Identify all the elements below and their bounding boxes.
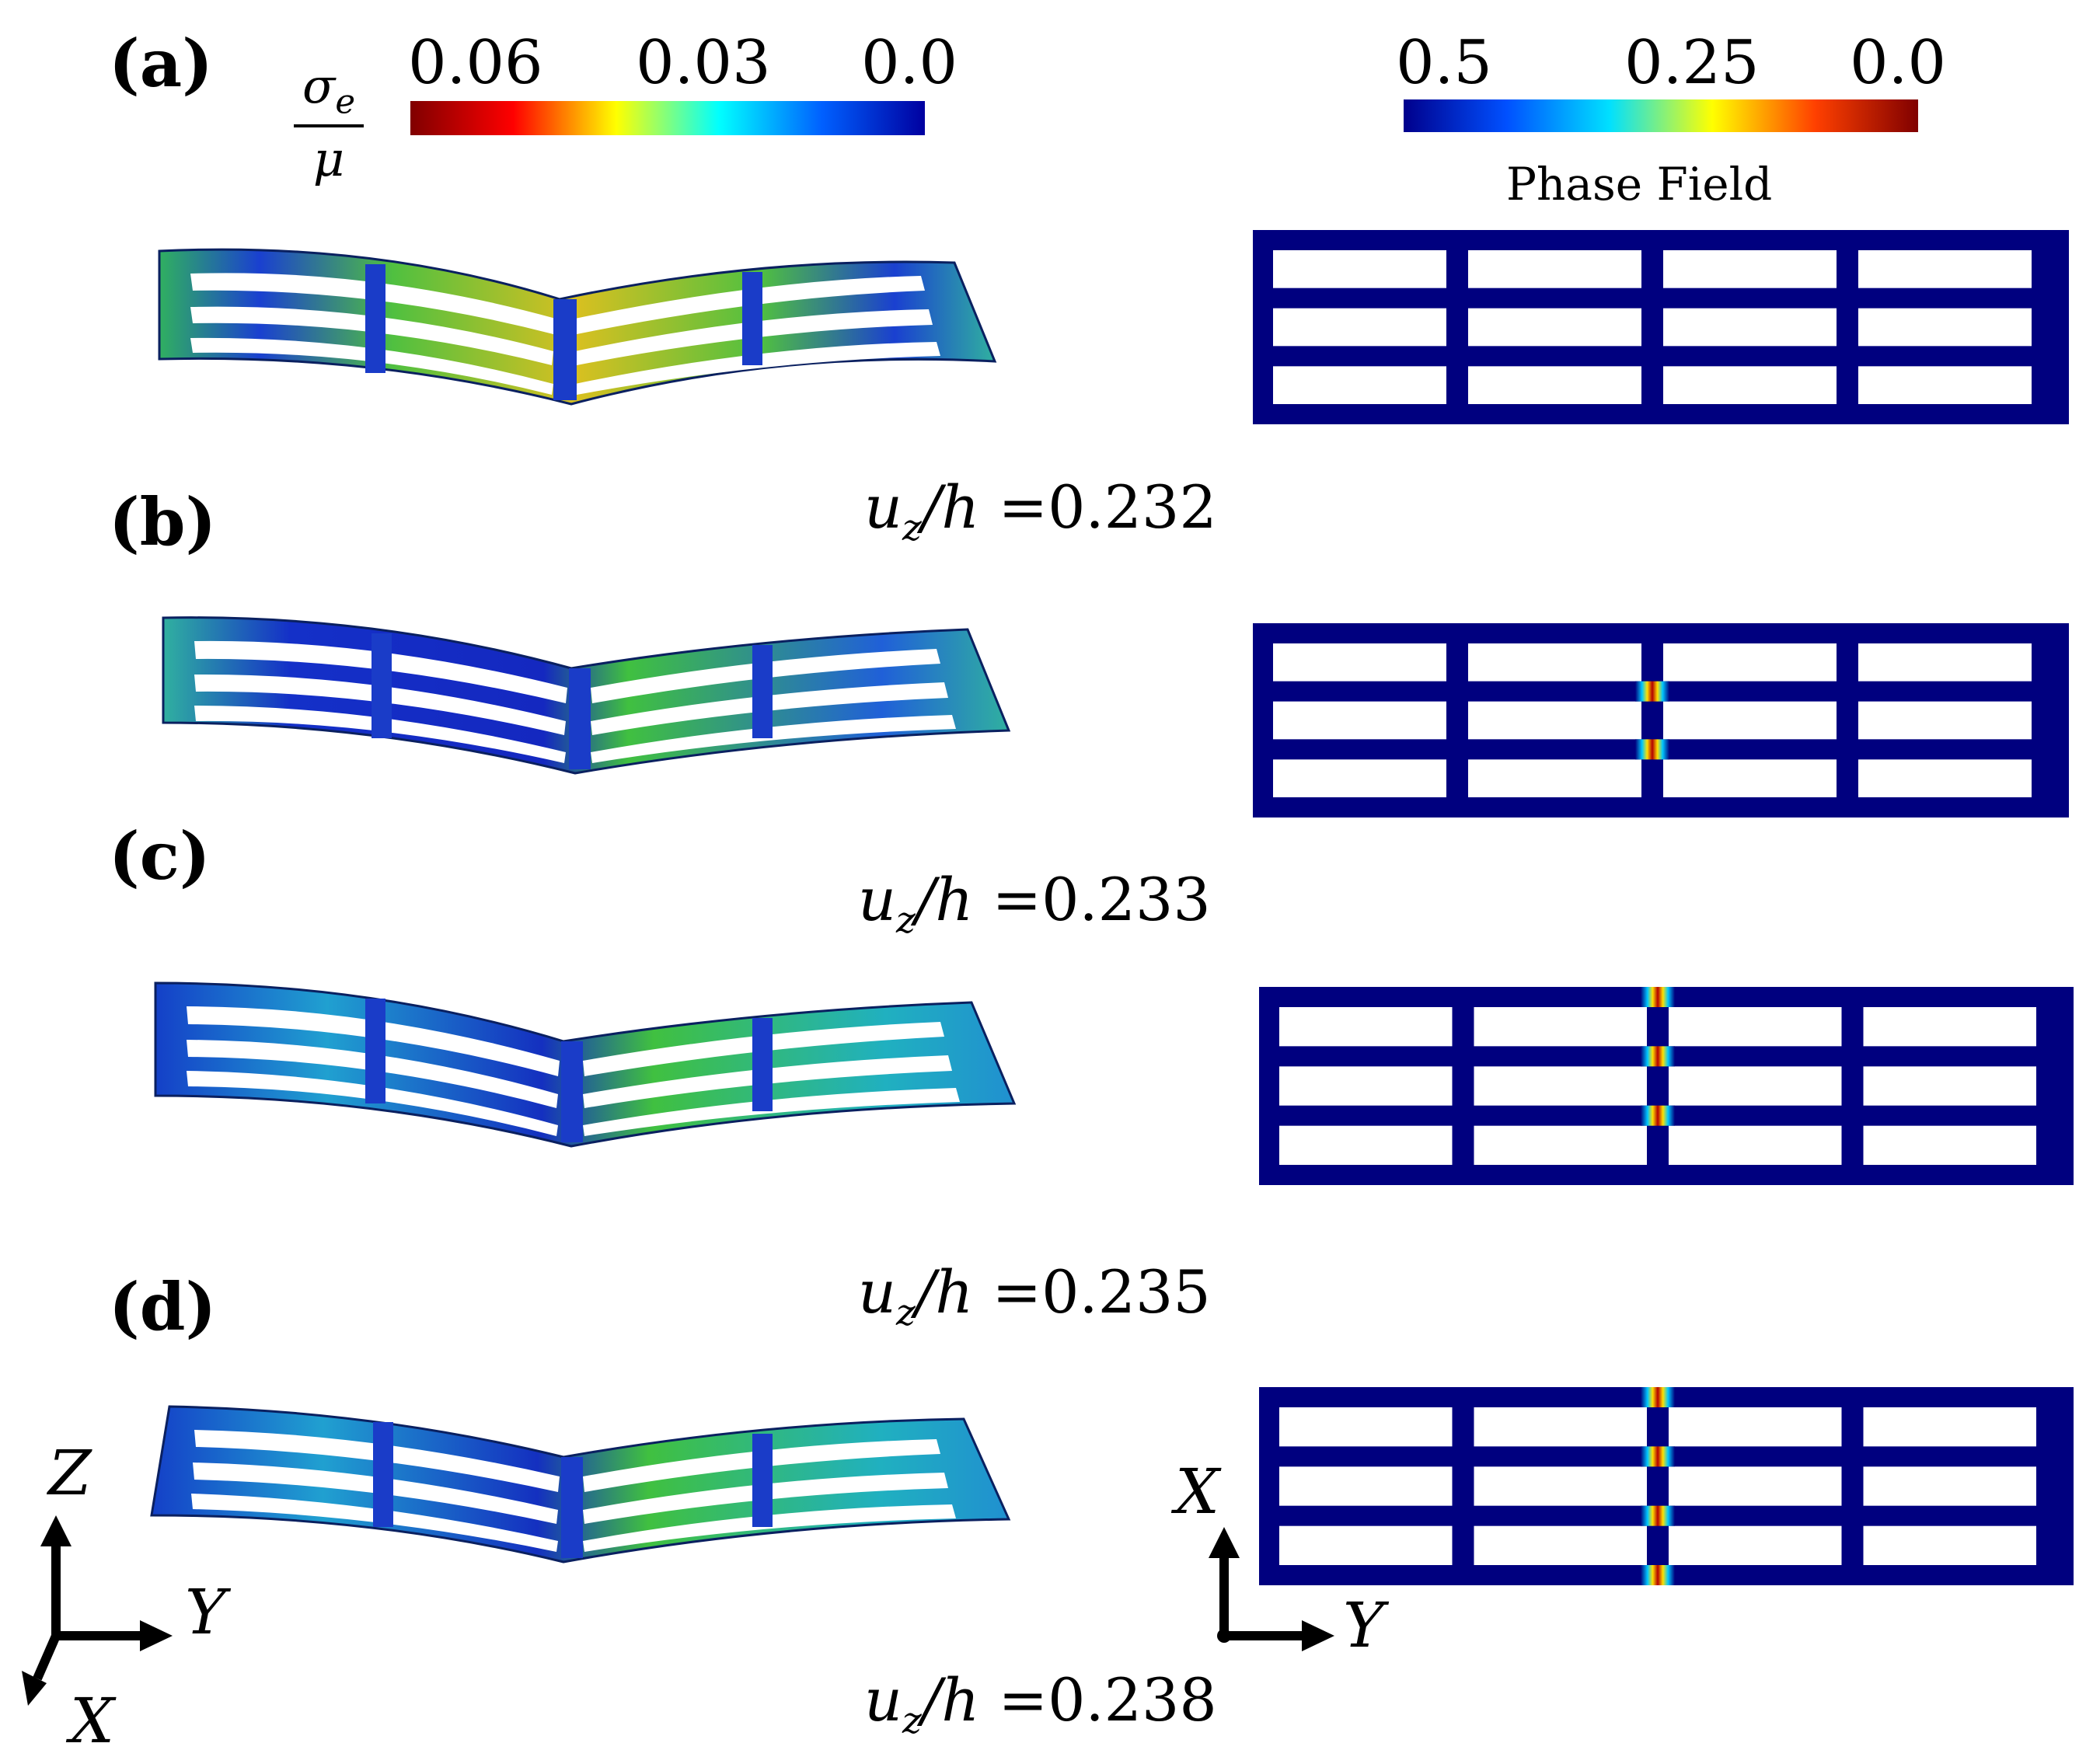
phase-tick-min: 0.0 (1850, 28, 1947, 98)
axis-y-label-left: Y (185, 1576, 226, 1648)
crack-marker (1641, 1046, 1675, 1067)
grid-cell (1669, 1125, 1842, 1165)
crack-marker (1641, 987, 1675, 1007)
grid-cell (1863, 1466, 2036, 1506)
phase-tick-max: 0.5 (1396, 28, 1493, 98)
grid-cell (1279, 1525, 1453, 1565)
grid-cell (1669, 1007, 1842, 1047)
stress-tick-mid: 0.03 (636, 28, 771, 98)
lattice-beam-c (154, 981, 1017, 1148)
grid-cell (1273, 366, 1446, 404)
grid-cell (1468, 701, 1641, 740)
grid-cell (1669, 1466, 1842, 1506)
grid-cell (1474, 1407, 1647, 1447)
phase-field-title: Phase Field (1506, 158, 1773, 211)
crack-marker (1641, 1446, 1675, 1467)
crack-marker (1641, 1387, 1675, 1407)
grid-cell (1273, 759, 1446, 797)
stress-sigma-sub: e (335, 82, 355, 122)
grid-cell (1474, 1066, 1647, 1106)
grid-cell (1468, 643, 1641, 682)
grid-cell (1474, 1125, 1647, 1165)
grid-cell (1863, 1125, 2036, 1165)
crack-marker (1641, 1105, 1675, 1126)
grid-cell (1279, 1125, 1453, 1165)
lattice-beam-b (162, 616, 1011, 775)
panel-label-b: (b) (109, 483, 217, 560)
stress-symbol: σe μ (294, 62, 364, 183)
panel-label-c: (c) (109, 818, 211, 894)
axis-x-label-right: X (1175, 1455, 1219, 1528)
lattice-beam-a (158, 248, 997, 406)
grid-cell (1669, 1066, 1842, 1106)
phase-grid-c (1259, 987, 2074, 1185)
grid-cell (1273, 643, 1446, 682)
grid-cell (1663, 759, 1837, 797)
stress-sigma: σ (302, 58, 336, 114)
grid-cell (1858, 759, 2032, 797)
grid-cell (1858, 366, 2032, 404)
lattice-beam-d (150, 1405, 1011, 1564)
grid-cell (1858, 701, 2032, 740)
grid-cell (1858, 250, 2032, 288)
grid-cell (1273, 250, 1446, 288)
crack-marker (1635, 739, 1669, 760)
grid-cell (1663, 701, 1837, 740)
grid-cell (1279, 1007, 1453, 1047)
stress-colorbar (410, 101, 925, 135)
grid-cell (1468, 308, 1641, 347)
crack-marker (1641, 1505, 1675, 1526)
grid-cell (1468, 759, 1641, 797)
uz-label-c: uz/h =0.235 (858, 1257, 1211, 1335)
grid-cell (1863, 1066, 2036, 1106)
panel-label-a: (a) (109, 25, 213, 102)
grid-cell (1273, 701, 1446, 740)
phase-grid-d (1259, 1387, 2074, 1585)
grid-cell (1663, 643, 1837, 682)
grid-cell (1858, 643, 2032, 682)
grid-cell (1279, 1407, 1453, 1447)
grid-cell (1474, 1007, 1647, 1047)
grid-cell (1279, 1066, 1453, 1106)
panel-label-d: (d) (109, 1268, 217, 1345)
grid-cell (1663, 250, 1837, 288)
grid-cell (1863, 1525, 2036, 1565)
grid-cell (1474, 1525, 1647, 1565)
grid-cell (1468, 366, 1641, 404)
grid-cell (1279, 1466, 1453, 1506)
grid-cell (1669, 1407, 1842, 1447)
crack-marker (1635, 681, 1669, 702)
grid-cell (1273, 308, 1446, 347)
grid-cell (1858, 308, 2032, 347)
stress-tick-min: 0.0 (861, 28, 958, 98)
uz-label-b: uz/h =0.233 (858, 865, 1211, 943)
grid-cell (1663, 308, 1837, 347)
grid-cell (1468, 250, 1641, 288)
phase-grid-b (1253, 623, 2069, 818)
crack-marker (1641, 1565, 1675, 1585)
grid-cell (1663, 366, 1837, 404)
uz-label-d: uz/h =0.238 (864, 1665, 1217, 1743)
grid-cell (1474, 1466, 1647, 1506)
uz-label-a: uz/h =0.232 (864, 472, 1217, 550)
axis-x-label-left: X (70, 1685, 114, 1757)
axis-z-label-left: Z (48, 1437, 92, 1509)
phase-colorbar (1404, 99, 1918, 132)
stress-mu: μ (312, 130, 345, 187)
axis-triad-right (1209, 1527, 1334, 1651)
stress-tick-max: 0.06 (408, 28, 543, 98)
phase-tick-mid: 0.25 (1624, 28, 1760, 98)
axis-triad-left (22, 1515, 173, 1706)
phase-field-grids (1253, 230, 2074, 1585)
grid-cell (1669, 1525, 1842, 1565)
grid-cell (1863, 1407, 2036, 1447)
phase-grid-a (1253, 230, 2069, 424)
axis-y-label-right: Y (1343, 1589, 1384, 1661)
grid-cell (1863, 1007, 2036, 1047)
